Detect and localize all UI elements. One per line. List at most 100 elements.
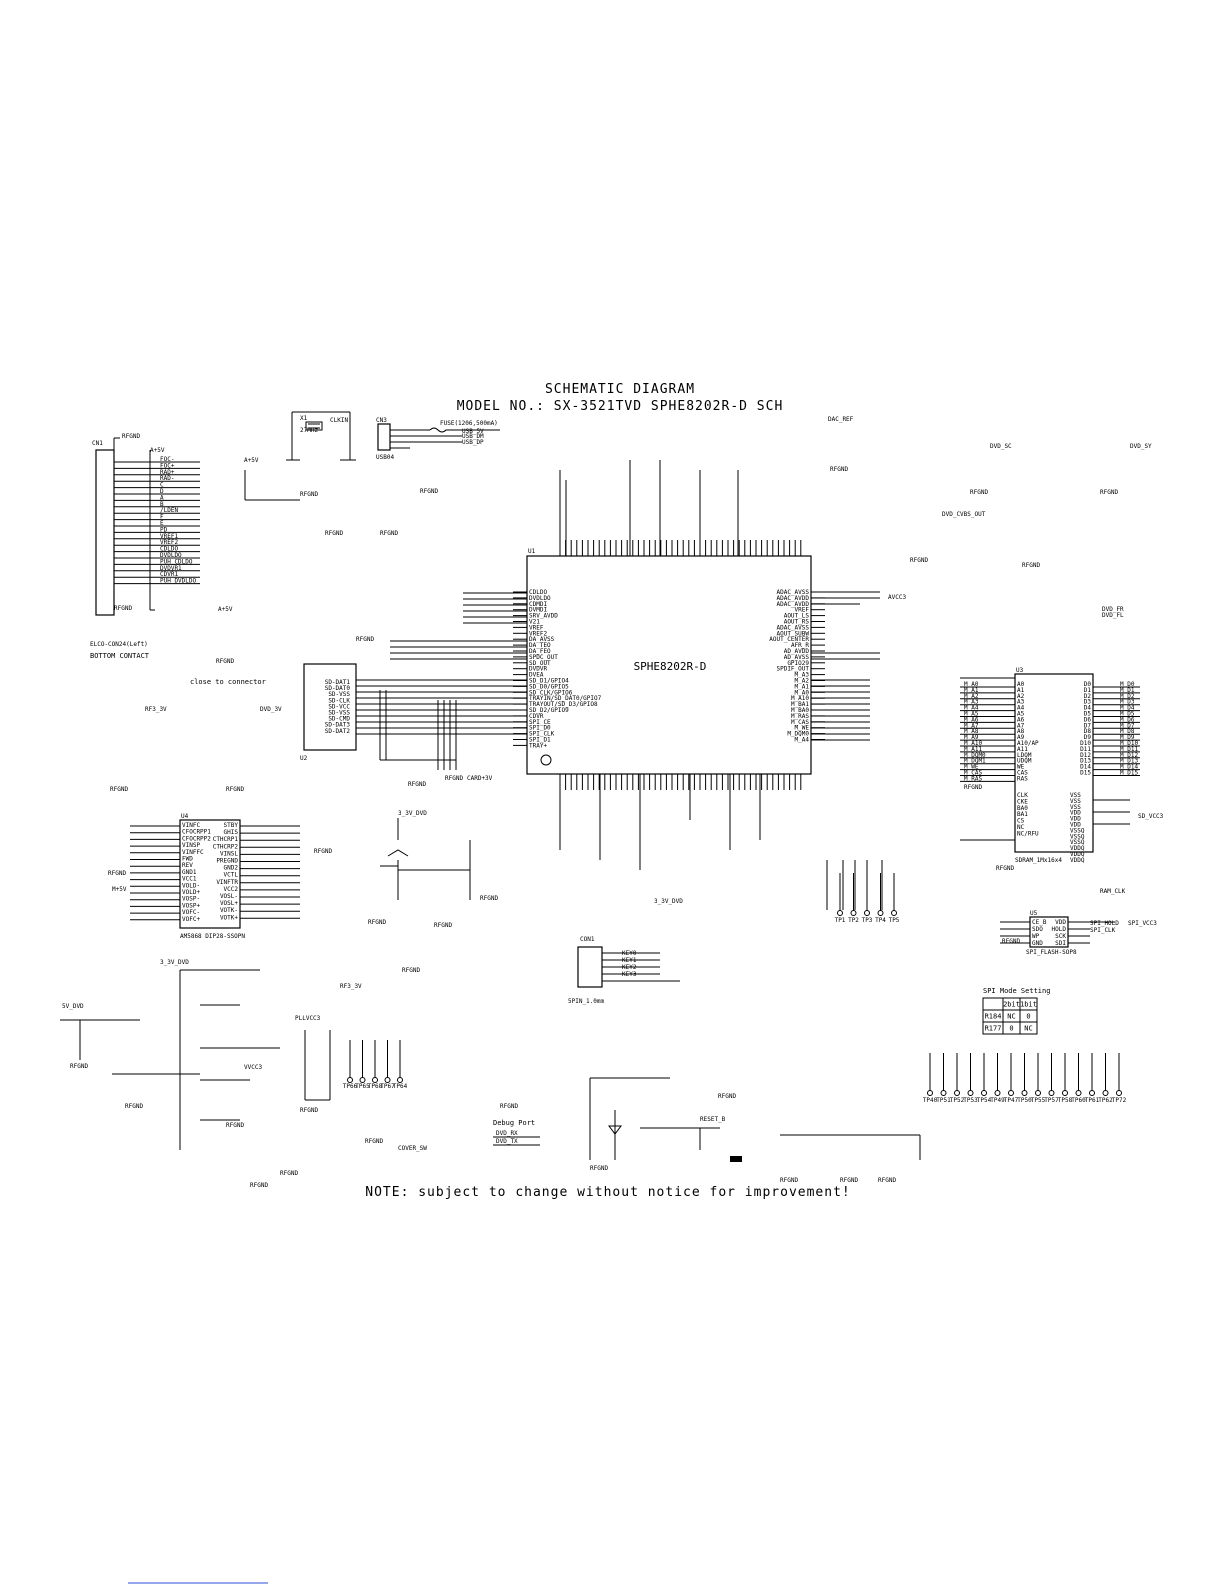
driver-right-pin: STBY [224, 822, 239, 829]
debug-port: Debug Port DVD_RX DVD_TX [493, 1119, 540, 1146]
rfgnd-label: RFGND [70, 1063, 88, 1070]
sdram-left-net: M_A10 [964, 740, 982, 747]
sd-socket-pin: SD-DAT0 [325, 685, 351, 692]
test-point-marker [837, 910, 843, 916]
driver-left-pin: VINFC [182, 822, 200, 829]
driver-right-pin: VOSL+ [220, 900, 238, 907]
main-chip-right-pin: M_A4 [795, 737, 810, 744]
sdram-right-net: M_D2 [1120, 693, 1135, 700]
rfgnd-label: RFGND [122, 433, 140, 440]
net-cover-sw: COVER_SW [398, 1145, 427, 1152]
connector-signal: FOC- [160, 456, 174, 463]
connector-signal: DVDVR1 [160, 565, 182, 572]
test-point-label: TP50 [1017, 1097, 1032, 1104]
main-chip-left-pin: SD_OUT [529, 660, 551, 667]
net-ram-clk: RAM_CLK [1100, 888, 1126, 895]
sdram-power-pins: VSSVSSVSSVDDVDDVDDVSSQVSSQVSSQVDDQVDDQVD… [1017, 792, 1085, 864]
test-point-marker [347, 1077, 353, 1083]
rfgnd-label: RFGND [365, 1138, 383, 1145]
rfgnd-label: RFGND [125, 1103, 143, 1110]
sdram-left-fn: WE [1017, 764, 1025, 771]
sdram-right-fn: D12 [1080, 752, 1091, 759]
sdram-misc-pin: BA0 [1017, 805, 1028, 812]
keys-ref: CON1 [580, 936, 595, 943]
main-chip-left-pin: DA_AVSS [529, 636, 555, 643]
sdram-misc-pin: CS [1017, 818, 1025, 825]
rfgnd-label: RFGND [964, 784, 982, 791]
driver-right-pin: VOSL- [220, 893, 238, 900]
sdram-power-pin: VSS [1070, 792, 1081, 799]
sd-socket-pin: SD-DAT1 [325, 679, 351, 686]
spi-table-cell: 2bit [1003, 1001, 1020, 1009]
net-spi-vcc3: SPI_VCC3 [1128, 920, 1157, 927]
main-chip-right-pin: SPDIF_OUT [776, 666, 809, 673]
sdram-right-fn: D8 [1084, 728, 1092, 735]
rfgnd-label: RFGND [314, 848, 332, 855]
keys-name: 5PIN_1.0mm [568, 998, 605, 1005]
main-chip-left-pins: CDLDODVDLDOCDMDIDVMDISRV_AVDDV21VREFVREF… [513, 589, 602, 749]
sdram-left-net: M_A4 [964, 705, 979, 712]
net-rf3v-b: RF3_3V [340, 983, 362, 990]
sd-note: close to connector [190, 678, 266, 686]
rfgnd-label: RFGND [356, 636, 374, 643]
main-chip-left-pin: CDMDI [529, 601, 547, 608]
main-chip-right-pin: M_A10 [791, 695, 809, 702]
test-point-marker [1008, 1090, 1014, 1096]
driver-left-pin: VOSP+ [182, 902, 200, 909]
driver-right-pin: CTHCRP1 [213, 836, 239, 843]
rfgnd-label: RFGND [226, 1122, 244, 1129]
net-dvd-sy: DVD_SY [1130, 443, 1152, 450]
rfgnd-label: RFGND [110, 786, 128, 793]
test-point-marker [850, 910, 857, 916]
test-point-marker [1062, 1090, 1068, 1096]
main-chip-right-pin: AOUT_LS [784, 613, 810, 620]
test-point-marker [1089, 1090, 1095, 1096]
sdram-right-fn: D6 [1084, 716, 1092, 723]
test-point-label: TP54 [977, 1097, 992, 1104]
test-point-marker [927, 1090, 933, 1096]
main-chip-left-pin: TRAY+ [529, 742, 547, 749]
driver-left-pin: VOLD- [182, 882, 200, 889]
sdram-left-fn: A2 [1017, 693, 1025, 700]
test-point-label: TP57 [1044, 1097, 1059, 1104]
test-point-marker [877, 910, 884, 916]
test-point-label: TP61 [1085, 1097, 1100, 1104]
main-chip-right-pin: M_RAS [791, 713, 809, 720]
flash-left-pin: GND [1032, 940, 1043, 947]
test-point-label: TP62 [1098, 1097, 1113, 1104]
sdram-left-fn: CAS [1017, 770, 1028, 777]
driver-left-pin: CFOCRPP1 [182, 829, 211, 836]
usb-connector: CN3 USB04 FUSE(1206,500mA) USB_5V USB_DM… [376, 417, 500, 461]
rfgnd-label: RFGND [408, 781, 426, 788]
connector-signal: CDVR1 [160, 571, 178, 578]
net-vvcc3: VVCC3 [244, 1064, 262, 1071]
test-point-label: TP52 [950, 1097, 965, 1104]
sdram-left-fn: A0 [1017, 681, 1025, 688]
rfgnd-label: RFGND [402, 967, 420, 974]
main-chip-left-pin: DVDLDO [529, 595, 551, 602]
sdram-misc-pin: NC [1017, 824, 1025, 831]
main-chip-left-pin: SPI_D1 [529, 737, 551, 744]
test-point-marker [891, 910, 897, 916]
spi-table-cell: 0 [1009, 1025, 1013, 1033]
debug-title: Debug Port [493, 1119, 535, 1127]
main-chip-right-pin: GPIO29 [787, 660, 809, 667]
sdram-left-net: M_A11 [964, 746, 982, 753]
test-point-label: TP66 [343, 1083, 358, 1090]
usb-sig-dp: USB_DP [462, 439, 484, 446]
sdram-power-pin: VDDQ [1070, 845, 1085, 852]
sdram-left-fn: A7 [1017, 722, 1025, 729]
driver-left-pin: GND1 [182, 869, 197, 876]
sdram-power-pin: VSSQ [1070, 833, 1085, 840]
test-point-label: TP3 [862, 917, 873, 924]
rfgnd-label: RFGND [368, 919, 386, 926]
driver-left-pin: REV [182, 862, 193, 869]
connector-signal: DVDLDO [160, 552, 182, 559]
sdram-right-net: M_D10 [1120, 740, 1138, 747]
main-chip-right-pin: M_A2 [795, 678, 810, 685]
sdram-right-net: M_D9 [1120, 734, 1135, 741]
